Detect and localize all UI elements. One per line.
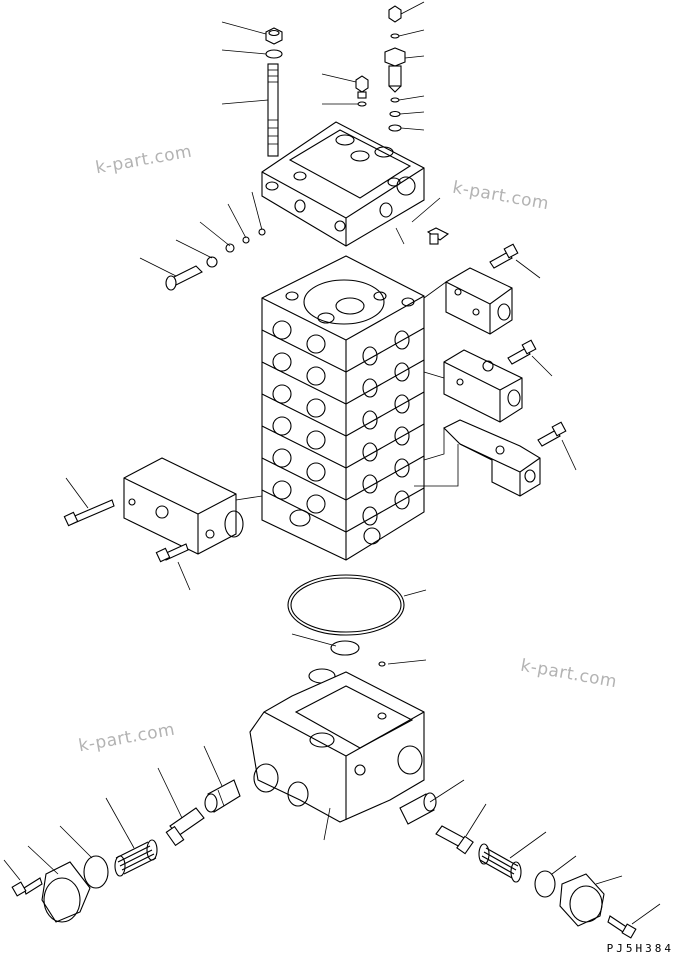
leader-lines bbox=[3, 1, 661, 925]
left-spool bbox=[165, 807, 205, 847]
oring bbox=[225, 243, 235, 253]
small-oring bbox=[378, 661, 386, 667]
right-valve-block-2 bbox=[443, 349, 523, 423]
oring bbox=[389, 110, 401, 118]
oring bbox=[390, 33, 400, 39]
oring bbox=[206, 256, 218, 268]
relief-plug-top bbox=[388, 5, 402, 23]
upper-cover-block bbox=[261, 121, 425, 247]
right-bolt-1 bbox=[489, 243, 519, 269]
right-cap-oring bbox=[534, 870, 556, 898]
oring bbox=[242, 236, 250, 244]
oring bbox=[390, 97, 400, 103]
left-plug-bolt bbox=[165, 265, 203, 291]
long-stud-bolt bbox=[267, 63, 279, 157]
main-valve-stack bbox=[261, 255, 425, 561]
large-oring bbox=[287, 574, 405, 636]
left-cap-bolt bbox=[11, 877, 43, 897]
right-valve-block-3 bbox=[443, 419, 541, 497]
drawing-code: PJ5H384 bbox=[606, 942, 674, 955]
right-valve-block-1 bbox=[445, 267, 513, 335]
top-nut bbox=[265, 27, 283, 45]
lower-housing bbox=[249, 671, 425, 823]
right-bolt-2 bbox=[507, 339, 537, 365]
left-end-cap bbox=[41, 861, 91, 923]
backup-ring bbox=[388, 124, 402, 132]
left-long-bolt bbox=[63, 499, 115, 527]
left-cap-oring bbox=[83, 855, 109, 889]
right-end-cap bbox=[559, 873, 605, 927]
left-side-valve-block bbox=[123, 457, 244, 555]
left-spring bbox=[114, 839, 158, 877]
large-oring-inner bbox=[290, 577, 402, 633]
cover-side-bolt bbox=[426, 227, 450, 245]
right-bolt-3 bbox=[537, 421, 567, 447]
small-oring bbox=[357, 101, 367, 107]
medium-oring bbox=[330, 640, 360, 656]
right-cap-bolt bbox=[607, 915, 637, 939]
right-spring bbox=[478, 843, 522, 883]
right-spool bbox=[435, 825, 474, 855]
right-sleeve bbox=[399, 792, 437, 825]
top-washer bbox=[265, 49, 283, 59]
left-short-bolt bbox=[155, 543, 189, 563]
check-valve-plug bbox=[384, 47, 406, 93]
small-plug bbox=[355, 75, 369, 99]
left-sleeve bbox=[204, 779, 241, 813]
